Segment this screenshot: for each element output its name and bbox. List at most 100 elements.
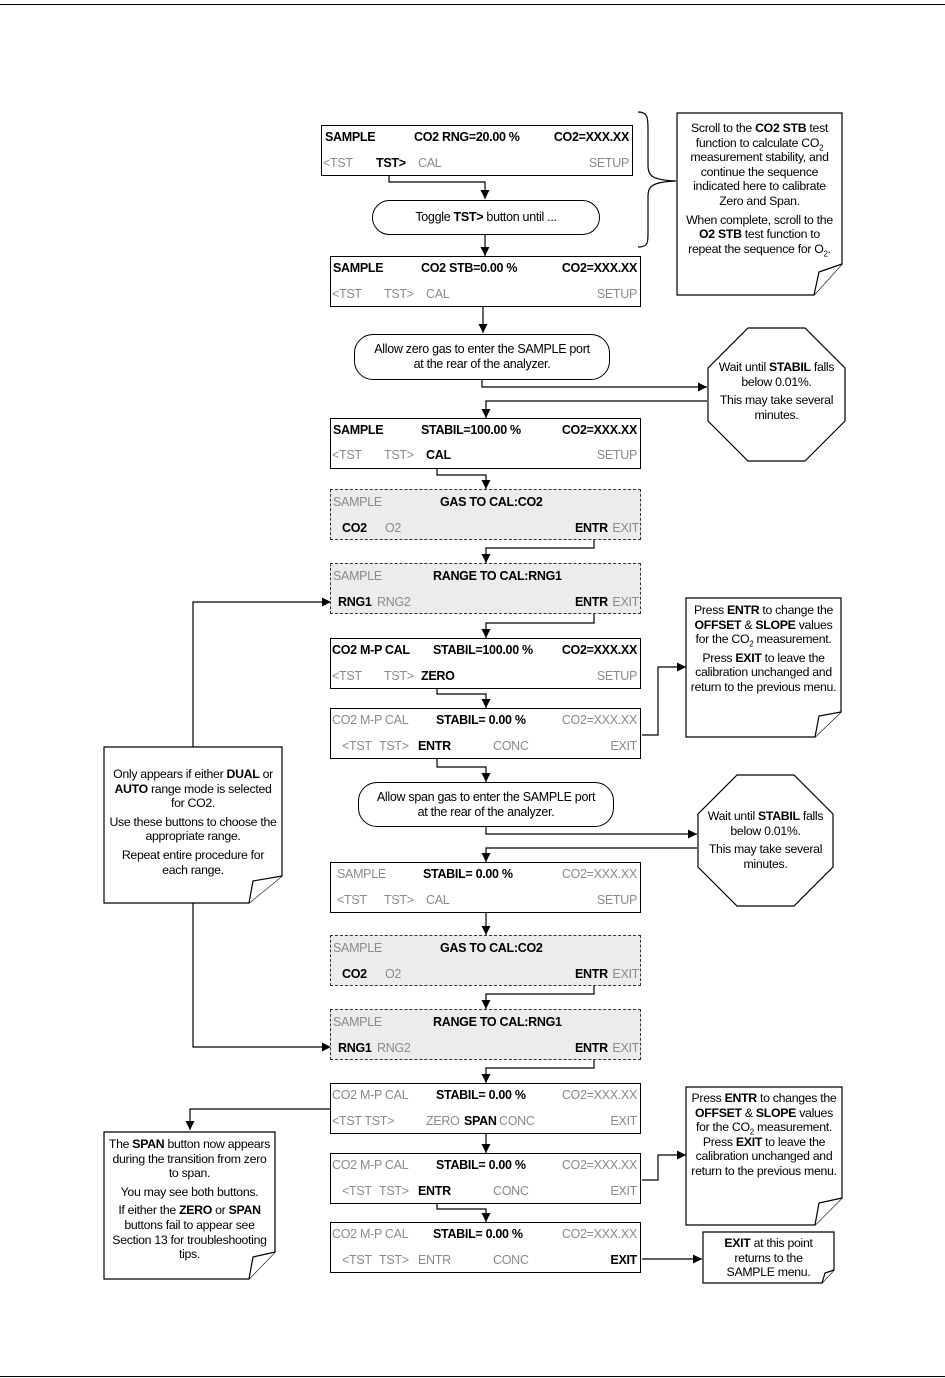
cal-button[interactable]: CAL — [426, 893, 450, 907]
setup-button[interactable]: SETUP — [596, 893, 637, 907]
screen-mp-cal-zero: CO2 M-P CAL STABIL=100.00 % CO2=XXX.XX <… — [330, 638, 641, 689]
co2-button[interactable]: CO2 — [342, 521, 367, 535]
screen-reading: STABIL= 0.00 % — [423, 867, 513, 881]
tst-forward-button[interactable]: TST> — [384, 448, 414, 462]
tst-back-button[interactable]: <TST — [342, 739, 372, 753]
screen-sample-stabil-100: SAMPLE STABIL=100.00 % CO2=XXX.XX <TST T… — [330, 418, 641, 469]
span-button[interactable]: SPAN — [464, 1114, 497, 1128]
tst-back-button[interactable]: <TST — [342, 1184, 372, 1198]
entr-button[interactable]: ENTR — [575, 1041, 608, 1055]
cal-button[interactable]: CAL — [426, 448, 451, 462]
screen-mode: SAMPLE — [333, 423, 384, 437]
note-range-p1: Only appears if either DUAL or AUTO rang… — [113, 767, 273, 811]
cal-button[interactable]: CAL — [426, 287, 450, 301]
rng1-button[interactable]: RNG1 — [338, 1041, 372, 1055]
exit-button[interactable]: EXIT — [610, 1114, 637, 1128]
conc-button[interactable]: CONC — [499, 1114, 535, 1128]
tst-buttons[interactable]: <TST TST> — [332, 1114, 395, 1128]
arrow-wait1-to-s3 — [481, 400, 707, 418]
rng2-button[interactable]: RNG2 — [377, 595, 411, 609]
screen-mode: CO2 M-P CAL — [332, 713, 409, 727]
entr-button[interactable]: ENTR — [418, 739, 451, 753]
exit-button[interactable]: EXIT — [612, 521, 639, 535]
exit-button[interactable]: EXIT — [612, 967, 639, 981]
arrow-zerogas-to-wait1 — [481, 380, 707, 392]
screen-mp-cal-span: CO2 M-P CAL STABIL= 0.00 % CO2=XXX.XX <T… — [330, 1083, 641, 1134]
toggle-text-end: button until ... — [483, 210, 557, 224]
arrow-wait2-to-s8 — [481, 847, 697, 862]
o2-button[interactable]: O2 — [385, 967, 402, 981]
screen-reading: STABIL= 0.00 % — [433, 1227, 523, 1241]
tst-forward-button[interactable]: TST> — [376, 156, 406, 170]
exit-button[interactable]: EXIT — [612, 1041, 639, 1055]
co2-button[interactable]: CO2 — [342, 967, 367, 981]
tst-back-button[interactable]: <TST — [332, 287, 362, 301]
note-wait2-p1: Wait until STABIL falls below 0.01%. — [707, 809, 824, 838]
exit-button[interactable]: EXIT — [612, 595, 639, 609]
setup-button[interactable]: SETUP — [596, 287, 637, 301]
entr-button[interactable]: ENTR — [575, 967, 608, 981]
screen-mode: CO2 M-P CAL — [332, 1088, 409, 1102]
entr-button[interactable]: ENTR — [418, 1253, 451, 1267]
screen-mode: SAMPLE — [333, 1015, 382, 1029]
arrow-s5-to-s6 — [481, 608, 595, 638]
o2-button[interactable]: O2 — [385, 521, 402, 535]
note-entr2-p2: Press EXIT to leave the calibration unch… — [691, 1134, 837, 1178]
rng1-button[interactable]: RNG1 — [338, 595, 372, 609]
setup-button[interactable]: SETUP — [588, 156, 629, 170]
entr-button[interactable]: ENTR — [418, 1184, 451, 1198]
screen-reading: CO2 RNG=20.00 % — [414, 130, 520, 144]
screen-value: CO2=XXX.XX — [561, 423, 637, 437]
screen-sample-co2-stb: SAMPLE CO2 STB=0.00 % CO2=XXX.XX <TST TS… — [330, 256, 641, 307]
note-wait2: Wait until STABIL falls below 0.01%. Thi… — [701, 809, 830, 875]
exit-button[interactable]: EXIT — [610, 739, 637, 753]
screen-mp-cal-entr-span: CO2 M-P CAL STABIL= 0.00 % CO2=XXX.XX <T… — [330, 1153, 641, 1204]
screen-mode: CO2 M-P CAL — [332, 1227, 409, 1241]
setup-button[interactable]: SETUP — [596, 448, 637, 462]
tst-back-button[interactable]: <TST — [337, 893, 367, 907]
screen-mp-cal-entr-zero: CO2 M-P CAL STABIL= 0.00 % CO2=XXX.XX <T… — [330, 708, 641, 759]
screen-mode: SAMPLE — [333, 941, 382, 955]
entr-button[interactable]: ENTR — [575, 521, 608, 535]
note-span-p2: You may see both buttons. — [120, 1184, 259, 1199]
tst-forward-button[interactable]: TST> — [379, 739, 409, 753]
zero-button[interactable]: ZERO — [421, 669, 455, 683]
tst-forward-button[interactable]: TST> — [384, 287, 414, 301]
tst-forward-button[interactable]: TST> — [379, 1253, 409, 1267]
note-range: Only appears if either DUAL or AUTO rang… — [104, 767, 282, 881]
tst-forward-button[interactable]: TST> — [379, 1184, 409, 1198]
conc-button[interactable]: CONC — [493, 1253, 529, 1267]
entr-button[interactable]: ENTR — [575, 595, 608, 609]
arrow-s9-to-s10 — [481, 979, 595, 1009]
conc-button[interactable]: CONC — [493, 739, 529, 753]
brace — [637, 111, 677, 248]
screen-mode: CO2 M-P CAL — [332, 1158, 409, 1172]
screen-value: CO2=XXX.XX — [561, 261, 637, 275]
cal-button[interactable]: CAL — [418, 156, 442, 170]
exit-button[interactable]: EXIT — [610, 1184, 637, 1198]
screen-reading: GAS TO CAL:CO2 — [440, 941, 543, 955]
tst-forward-button[interactable]: TST> — [384, 893, 414, 907]
arrow-range-to-s5 — [192, 597, 331, 748]
bottom-rule — [0, 1376, 945, 1377]
tst-back-button[interactable]: <TST — [342, 1253, 372, 1267]
tst-forward-button[interactable]: TST> — [384, 669, 414, 683]
note-span: The SPAN button now appears during the t… — [104, 1137, 275, 1266]
setup-button[interactable]: SETUP — [596, 669, 637, 683]
rng2-button[interactable]: RNG2 — [377, 1041, 411, 1055]
note-exit: EXIT at this point returns to the SAMPLE… — [703, 1236, 834, 1284]
screen-reading: RANGE TO CAL:RNG1 — [433, 569, 562, 583]
screen-reading: STABIL= 0.00 % — [436, 713, 526, 727]
tst-back-button[interactable]: <TST — [323, 156, 353, 170]
zero-gas-line2: at the rear of the analyzer. — [413, 357, 551, 371]
zero-button[interactable]: ZERO — [426, 1114, 460, 1128]
conc-button[interactable]: CONC — [493, 1184, 529, 1198]
tst-back-button[interactable]: <TST — [332, 669, 362, 683]
tst-back-button[interactable]: <TST — [332, 448, 362, 462]
screen-mp-cal-exit: CO2 M-P CAL STABIL= 0.00 % CO2=XXX.XX <T… — [330, 1222, 641, 1273]
screen-value: CO2=XXX.XX — [561, 1088, 637, 1102]
exit-button[interactable]: EXIT — [610, 1253, 637, 1267]
zero-gas-line1: Allow zero gas to enter the SAMPLE port — [374, 342, 590, 356]
